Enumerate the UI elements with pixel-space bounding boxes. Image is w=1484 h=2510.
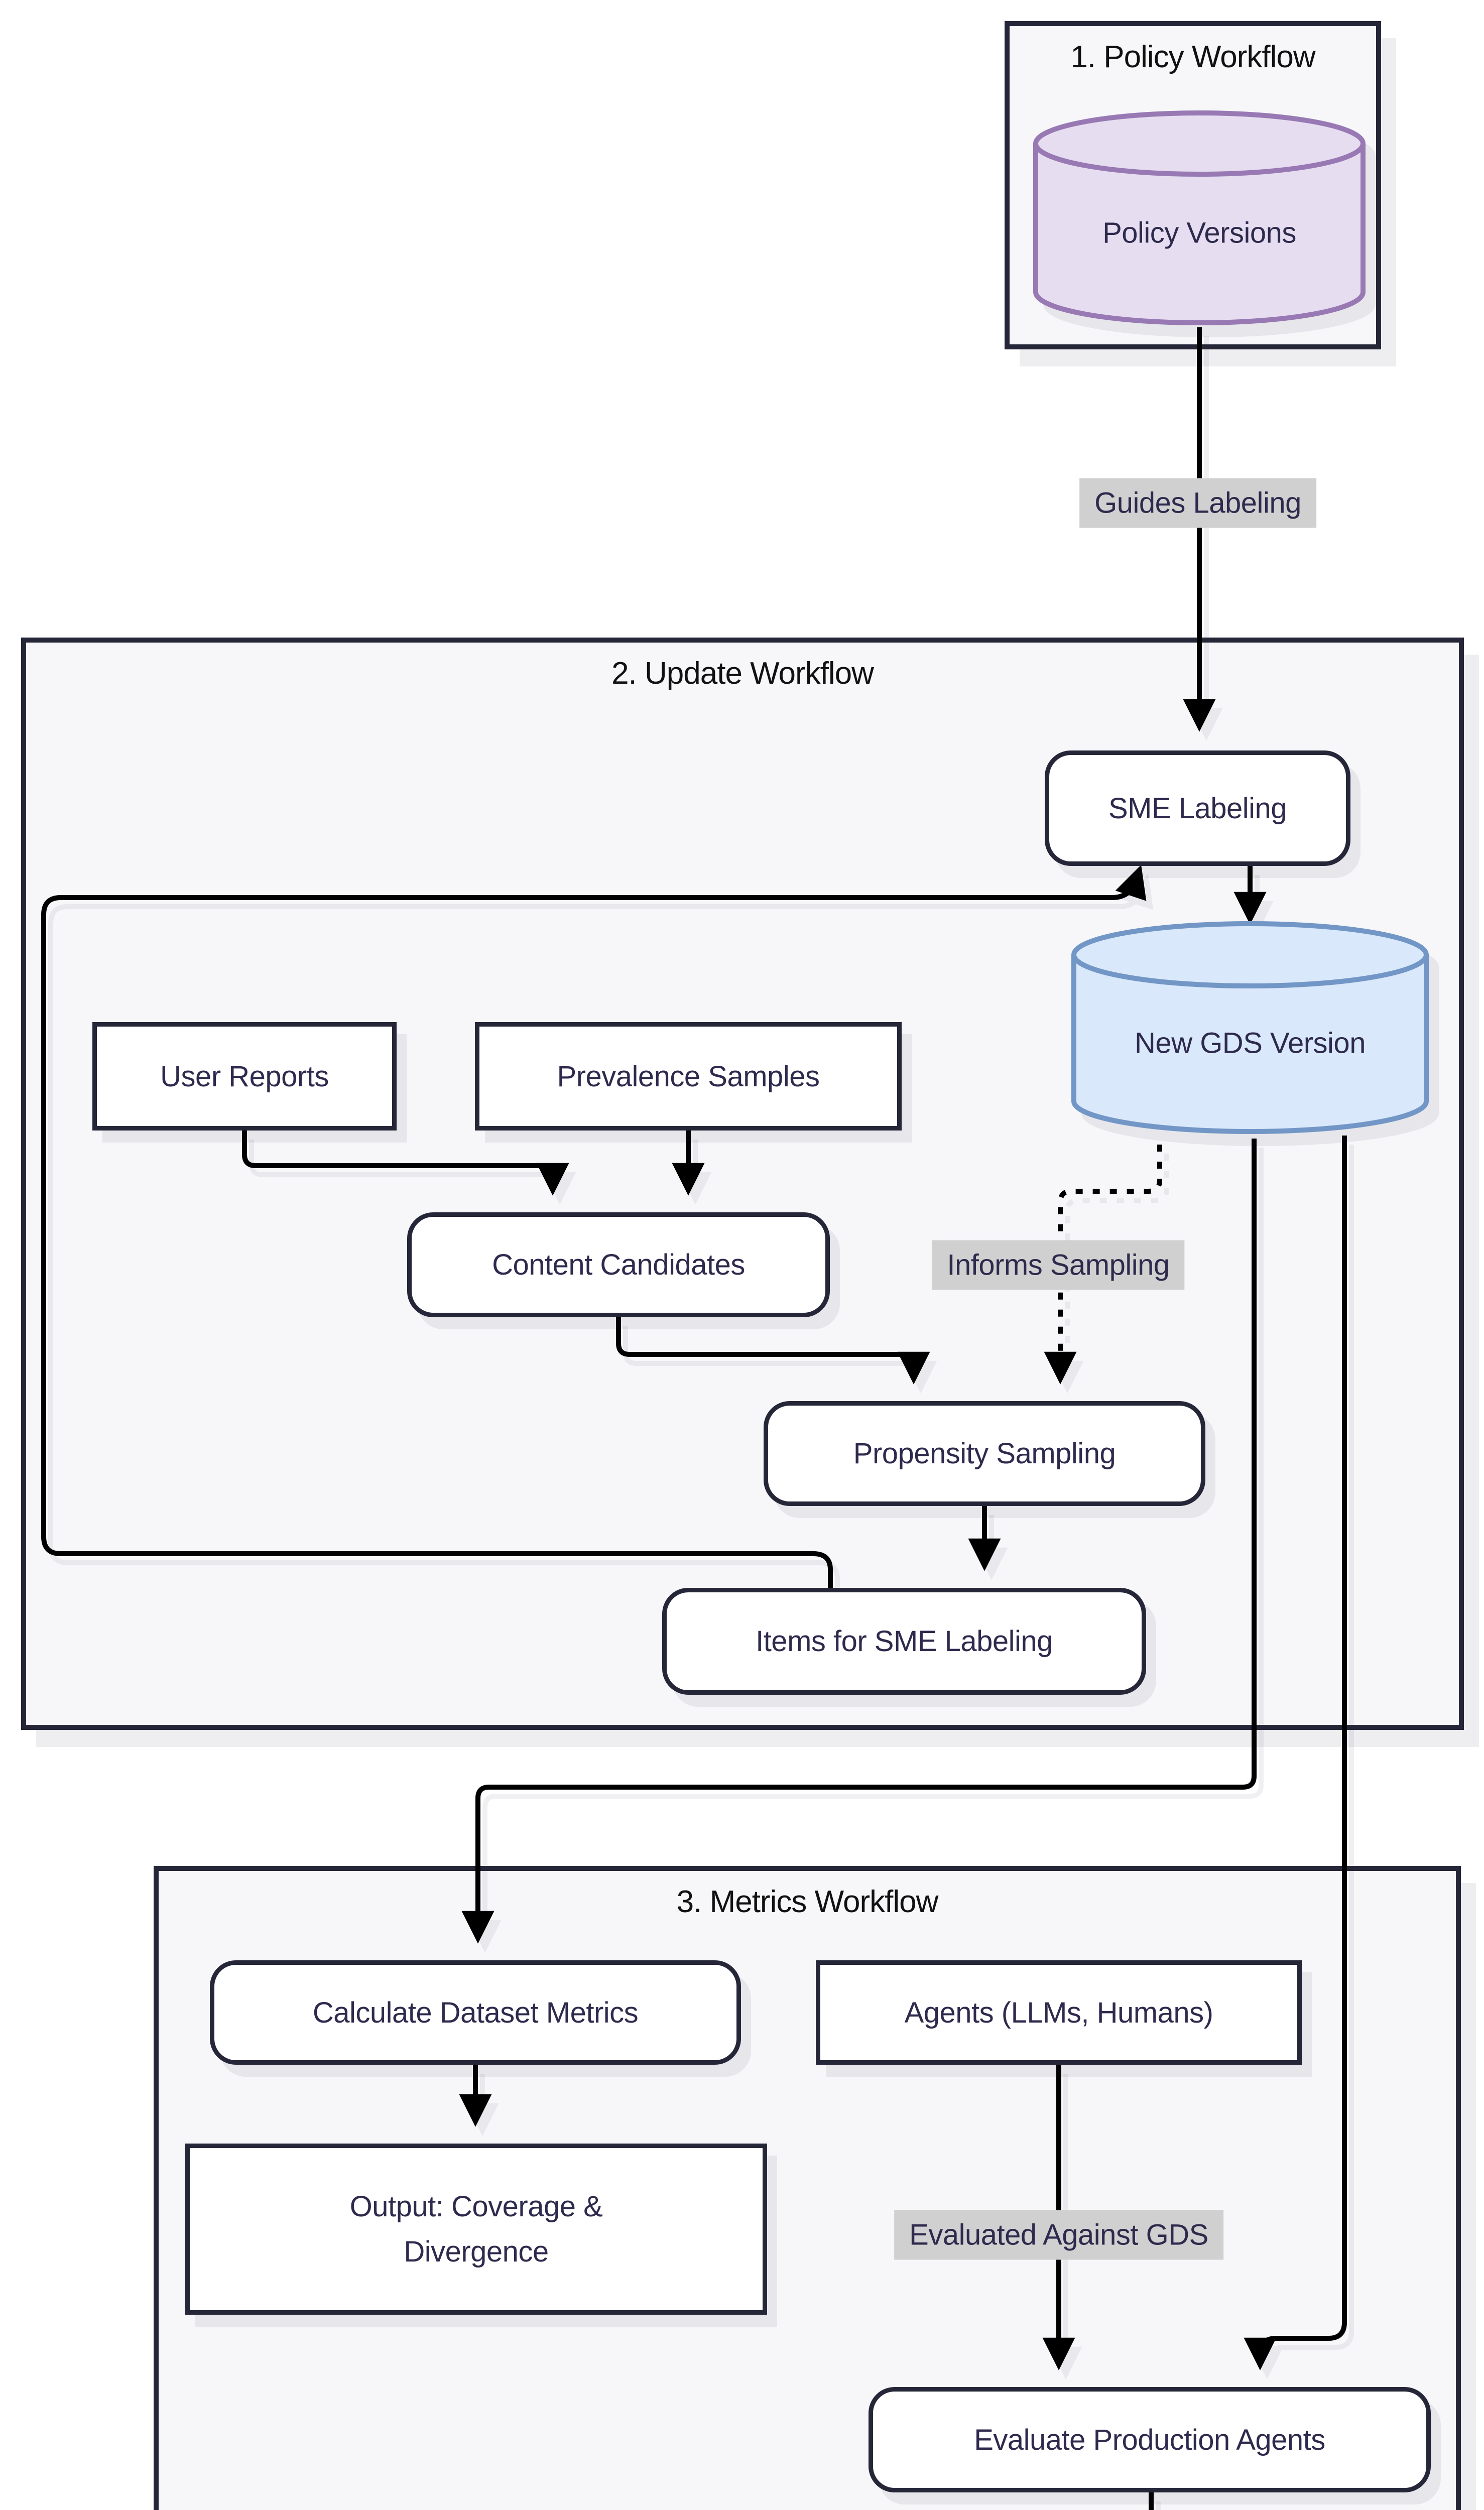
guides-labeling-edge-label: Guides Labeling (1079, 478, 1316, 528)
policy-versions-label: Policy Versions (1102, 216, 1296, 249)
evaluate-production-agents-label: Evaluate Production Agents (974, 2423, 1325, 2456)
cylinder-shape (1071, 921, 1429, 1134)
output-coverage-divergence-label: Output: Coverage & Divergence (349, 2190, 603, 2268)
sme-labeling-node: SME Labeling (1045, 750, 1350, 866)
prevalence-samples-node: Prevalence Samples (475, 1022, 902, 1131)
user-reports-label: User Reports (160, 1060, 329, 1093)
edge-user-to-content (242, 1131, 569, 1196)
cylinder-shape (1033, 110, 1366, 325)
metrics-workflow-title: 3. Metrics Workflow (676, 1885, 939, 1919)
agents-llms-humans-node: Agents (LLMs, Humans) (816, 1960, 1302, 2065)
output-coverage-divergence-node: Output: Coverage & Divergence (185, 2144, 767, 2315)
content-candidates-label: Content Candidates (492, 1248, 745, 1281)
policy-workflow-title: 1. Policy Workflow (1070, 40, 1315, 74)
calculate-dataset-metrics-label: Calculate Dataset Metrics (312, 1996, 639, 2029)
propensity-sampling-node: Propensity Sampling (764, 1401, 1205, 1506)
edge-gds-to-propensity-dotted (1044, 1145, 1162, 1385)
propensity-sampling-label: Propensity Sampling (853, 1437, 1116, 1470)
agents-llms-humans-label: Agents (LLMs, Humans) (904, 1996, 1213, 2029)
prevalence-samples-label: Prevalence Samples (557, 1060, 820, 1093)
edge-gds-to-calculate (461, 1139, 1257, 1944)
evaluated-against-gds-edge-label: Evaluated Against GDS (894, 2210, 1223, 2260)
user-reports-node: User Reports (92, 1022, 397, 1131)
content-candidates-node: Content Candidates (407, 1212, 830, 1317)
update-workflow-title: 2. Update Workflow (611, 656, 874, 691)
edge-content-to-propensity (616, 1317, 930, 1385)
informs-sampling-edge-label: Informs Sampling (932, 1240, 1185, 1290)
evaluate-production-agents-node: Evaluate Production Agents (869, 2387, 1431, 2492)
calculate-dataset-metrics-node: Calculate Dataset Metrics (210, 1960, 741, 2065)
new-gds-version-label: New GDS Version (1135, 1027, 1366, 1060)
new-gds-version-database: New GDS Version (1071, 921, 1429, 1136)
items-for-sme-labeling-label: Items for SME Labeling (756, 1625, 1053, 1658)
policy-versions-database: Policy Versions (1033, 110, 1366, 326)
sme-labeling-label: SME Labeling (1108, 792, 1287, 825)
edge-gds-to-evaluate (1244, 1136, 1347, 2370)
edge-items-to-sme-feedback (41, 864, 1147, 1588)
items-for-sme-labeling-node: Items for SME Labeling (662, 1588, 1146, 1695)
